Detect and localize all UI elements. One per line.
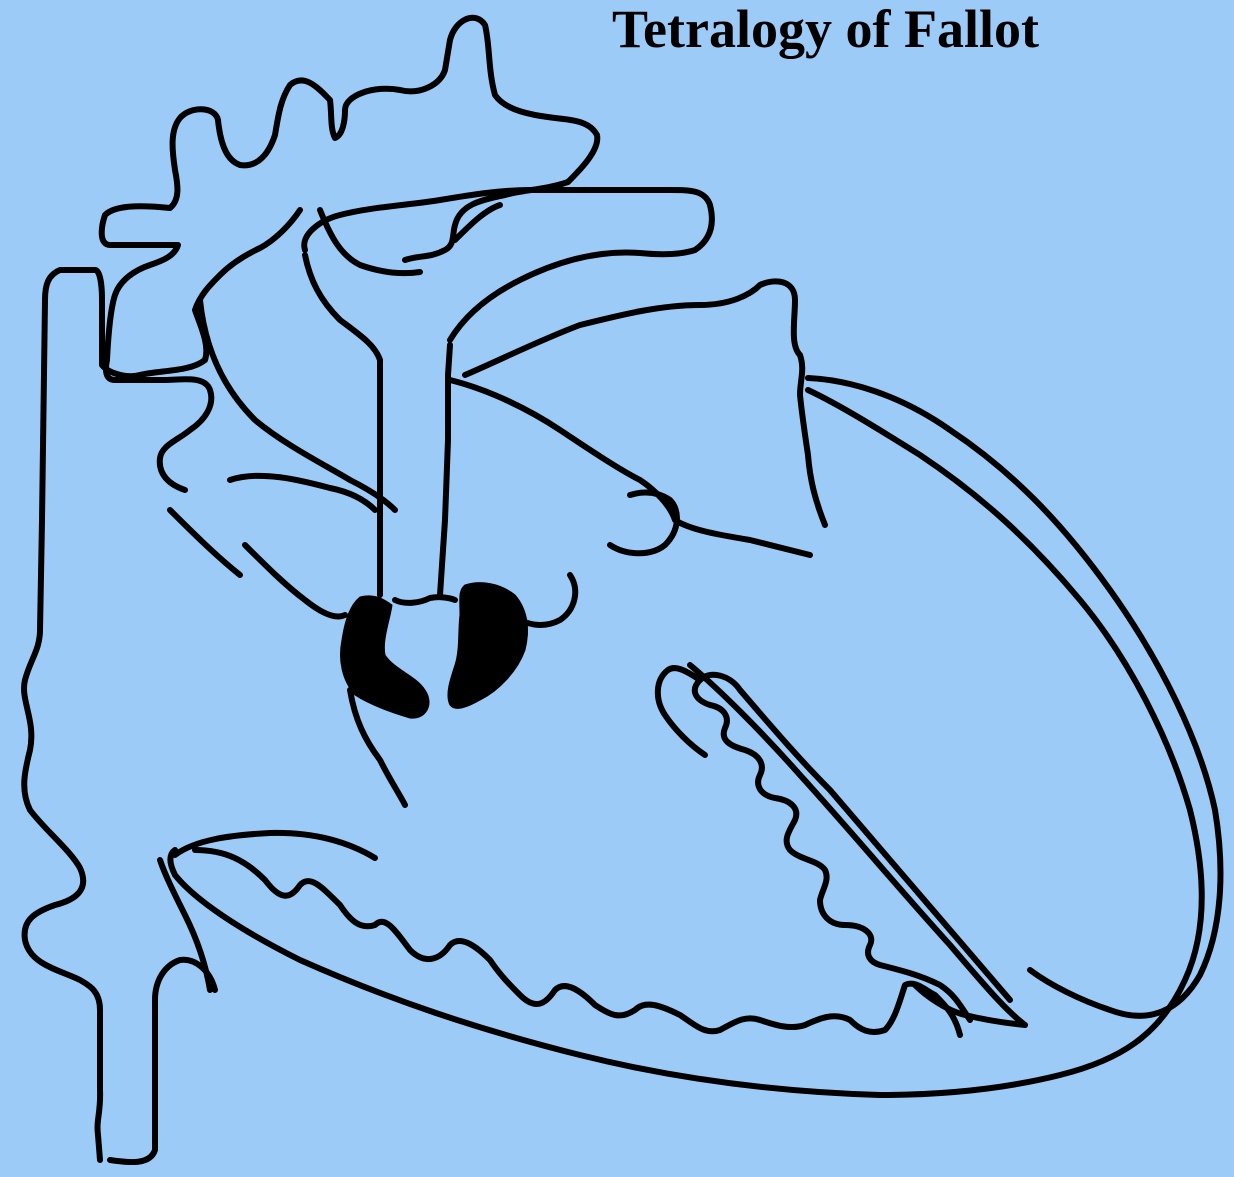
- trabeculation-zigzag-outline: [195, 850, 960, 1035]
- septum-upper-outline: [245, 545, 345, 617]
- ventricle-outer-outline: [808, 378, 1220, 1016]
- vena-cava-outline: [24, 270, 140, 1160]
- vena-cava-inner-outline: [110, 960, 215, 1162]
- aortic-valve-region-outline: [170, 510, 240, 575]
- ventricle-top-edge-outline: [175, 833, 375, 858]
- aortic-arch-outline: [102, 18, 598, 490]
- pulmonary-trunk-outline: [305, 255, 380, 595]
- left-atrium-base-outline: [450, 380, 810, 555]
- septum-inner-outline: [695, 675, 1010, 1020]
- septum-tip-outline: [658, 668, 705, 755]
- ascending-aorta-outline: [140, 210, 300, 375]
- right-valve-leaflet: [448, 583, 528, 709]
- septum-long-line-outline: [690, 665, 1025, 1025]
- mitral-hook-outline: [520, 575, 575, 625]
- valve-top-outline: [395, 597, 455, 603]
